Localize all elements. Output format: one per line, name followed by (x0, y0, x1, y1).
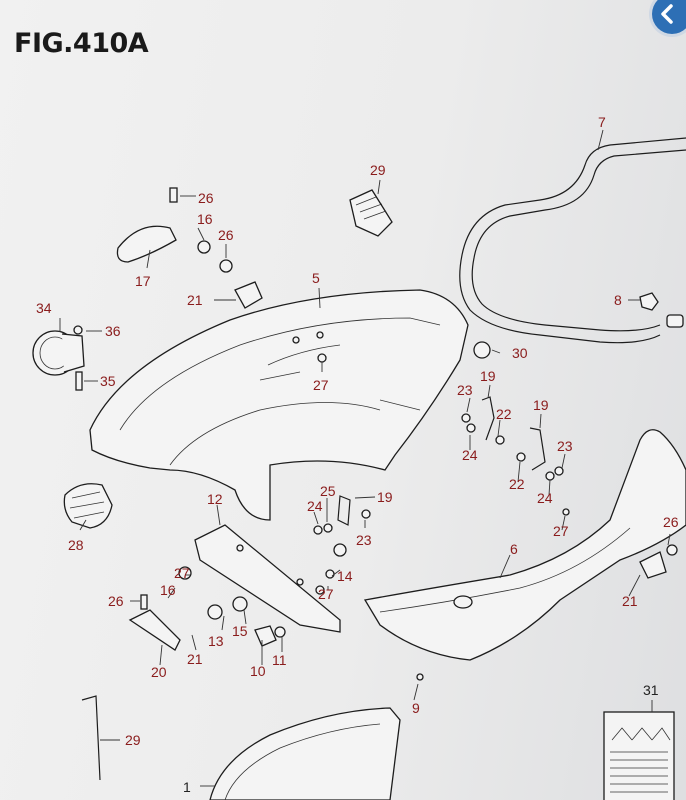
callout-15: 15 (232, 623, 248, 639)
upper-cowl-part (89, 289, 469, 521)
callout-26c: 27 (174, 565, 190, 581)
callout-19c: 19 (377, 489, 393, 505)
callout-21: 21 (187, 292, 203, 308)
back-button[interactable] (652, 0, 686, 34)
callout-7: 7 (598, 114, 606, 130)
callout-24b: 24 (537, 490, 553, 506)
callout-35: 35 (100, 373, 116, 389)
callout-16: 16 (197, 211, 213, 227)
callout-25: 26 (198, 190, 214, 206)
callout-34: 34 (36, 300, 52, 316)
callout-5: 5 (312, 270, 320, 286)
back-arrow-icon (661, 4, 673, 24)
ring-part (32, 330, 85, 376)
lower-cowl-part (363, 429, 686, 661)
callout-23c: 24 (307, 498, 323, 514)
callout-36: 36 (105, 323, 121, 339)
callout-14: 14 (337, 568, 353, 584)
bolt-part (639, 292, 684, 328)
callout-23: 23 (457, 382, 473, 398)
callout-12: 12 (207, 491, 223, 507)
bottom-cowl-part (209, 707, 401, 800)
callout-10: 10 (250, 663, 266, 679)
callout-29: 29 (125, 732, 141, 748)
callout-25b: 26 (108, 593, 124, 609)
callout-22: 22 (496, 406, 512, 422)
callout-17: 17 (135, 273, 151, 289)
callout-13: 13 (208, 633, 224, 649)
callout-21b: 21 (622, 593, 638, 609)
callout-26: 26 (218, 227, 234, 243)
callout-27: 27 (313, 377, 329, 393)
leader-lines (59, 129, 671, 787)
seal-ring-part (459, 137, 686, 344)
callout-20: 20 (151, 664, 167, 680)
callout-31: 30 (512, 345, 528, 361)
callout-22b: 22 (509, 476, 525, 492)
hardware-parts (73, 187, 678, 781)
callout-23b: 23 (557, 438, 573, 454)
callout-27b: 27 (553, 523, 569, 539)
callout-27c: 27 (318, 586, 334, 602)
callout-26b: 26 (663, 514, 679, 530)
callout-6: 6 (510, 541, 518, 557)
callout-labels: 26 16 26 17 21 5 34 36 35 27 29 30 7 8 1… (36, 114, 679, 795)
callout-1: 1 (183, 779, 191, 795)
callout-28: 28 (68, 537, 84, 553)
callout-19b: 19 (533, 397, 549, 413)
callout-19: 19 (480, 368, 496, 384)
callout-21c: 21 (187, 651, 203, 667)
callout-24c: 25 (320, 483, 336, 499)
label-part (603, 711, 675, 800)
callout-16b: 16 (160, 582, 176, 598)
bracket-part (194, 524, 341, 633)
figure-title: FIG.410A (14, 28, 149, 59)
callout-8: 8 (614, 292, 622, 308)
callout-33: 31 (643, 682, 659, 698)
callout-22c: 23 (356, 532, 372, 548)
callout-30: 29 (370, 162, 386, 178)
callout-9: 9 (412, 700, 420, 716)
boot-part (63, 483, 113, 529)
callout-11: 11 (272, 652, 287, 668)
grommet-part (349, 189, 393, 237)
callout-24: 24 (462, 447, 478, 463)
